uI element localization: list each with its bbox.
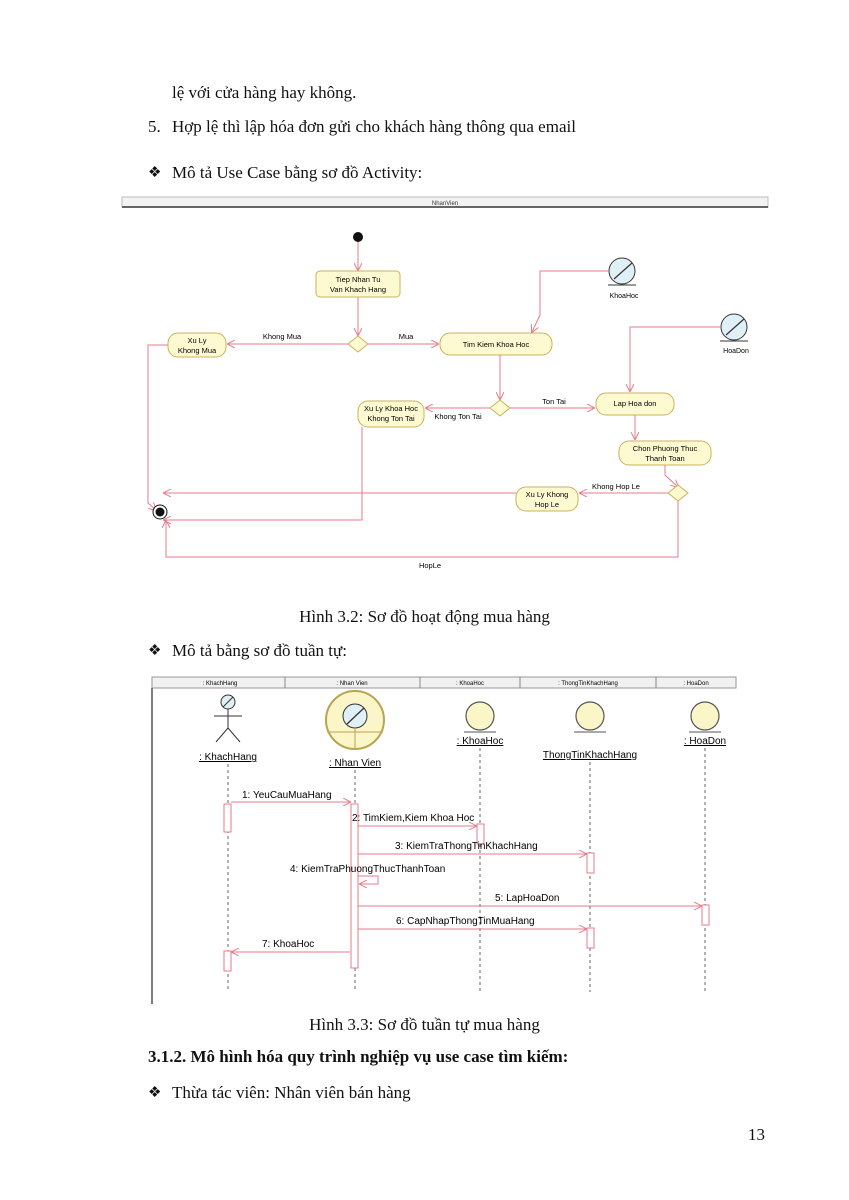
object-nhanvien-icon	[325, 690, 385, 750]
object-khoahoc-label: KhoaHoc	[610, 293, 639, 300]
guard-khong-hop-le: Khong Hop Le	[592, 482, 640, 491]
guard-khong-ton-tai: Khong Ton Tai	[434, 412, 482, 421]
bullet-activity-text: Mô tả Use Case bằng sơ đồ Activity:	[172, 163, 423, 182]
message-4: 4: KiemTraPhuongThucThanhToan	[290, 864, 445, 875]
object-hoadon-icon	[689, 701, 721, 733]
message-1: 1: YeuCauMuaHang	[242, 790, 332, 801]
activity-chon-phuong-thuc-label-1: Chon Phuong Thuc	[633, 444, 698, 453]
caption-activity: Hình 3.2: Sơ đồ hoạt động mua hàng	[299, 607, 550, 626]
guard-hople: HopLe	[419, 561, 441, 570]
diamond-bullet-icon: ❖	[148, 643, 162, 659]
object-khachhang-label: : KhachHang	[199, 752, 257, 763]
activity-khong-ton-tai-label-1: Xu Ly Khoa Hoc	[364, 404, 418, 413]
diamond-bullet-icon: ❖	[148, 165, 162, 181]
sequence-header-bar	[151, 676, 737, 689]
object-nhanvien-label: : Nhan Vien	[329, 758, 381, 769]
guard-mua: Mua	[399, 332, 414, 341]
activity-xu-ly-khong-mua-label-1: Xu Ly	[188, 336, 207, 345]
diamond-bullet-icon: ❖	[148, 1085, 162, 1101]
activity-tim-kiem	[439, 332, 553, 356]
guard-khong-mua: Khong Mua	[263, 332, 302, 341]
header-hoadon: : HoaDon	[683, 681, 708, 687]
message-5: 5: LapHoaDon	[495, 893, 560, 904]
activity-khong-hop-le-label-2: Hop Le	[535, 500, 559, 509]
activity-lap-hoa-don-label: Lap Hoa don	[614, 399, 657, 408]
header-khoahoc: : KhoaHoc	[456, 681, 484, 687]
activity-khong-hop-le	[515, 486, 579, 512]
object-khoahoc-icon	[608, 257, 636, 285]
list-item-5: Hợp lệ thì lập hóa đơn gửi cho khách hàn…	[172, 117, 576, 136]
header-khachhang: : KhachHang	[203, 681, 238, 687]
object-thongtin-label: ThongTinKhachHang	[543, 750, 637, 761]
section-heading: 3.1.2. Mô hình hóa quy trình nghiệp vụ u…	[148, 1047, 569, 1066]
object-thongtin-icon	[574, 701, 606, 733]
object-khoahoc-label: : KhoaHoc	[457, 736, 504, 747]
activity-chon-phuong-thuc-label-2: Thanh Toan	[645, 454, 684, 463]
object-khoahoc-icon	[464, 701, 496, 733]
object-hoadon-icon	[720, 313, 748, 341]
page-number: 13	[748, 1125, 765, 1144]
header-thongtin: : ThongTinKhachHang	[558, 681, 618, 687]
bullet-sequence-text: Mô tả bằng sơ đồ tuần tự:	[172, 641, 347, 660]
message-3: 3: KiemTraThongTinKhachHang	[395, 841, 538, 852]
activity-diagram: NhanVien Tiep Nhan Tu Van Khach Hang Kho…	[121, 196, 769, 570]
object-hoadon-label: : HoaDon	[684, 736, 726, 747]
message-6: 6: CapNhapThongTinMuaHang	[396, 916, 535, 927]
actor-khachhang-icon	[214, 694, 242, 743]
activity-tim-kiem-label: Tim Kiem Khoa Hoc	[463, 340, 530, 349]
header-nhanvien: : Nhan Vien	[336, 681, 367, 687]
activity-khong-ton-tai-label-2: Khong Ton Tai	[367, 414, 415, 423]
caption-sequence: Hình 3.3: Sơ đồ tuần tự mua hàng	[309, 1015, 540, 1034]
activity-xu-ly-khong-mua-label-2: Khong Mua	[178, 346, 217, 355]
bullet-actor-text: Thừa tác viên: Nhân viên bán hàng	[172, 1083, 411, 1102]
message-7: 7: KhoaHoc	[262, 939, 314, 950]
text-line-continuation: lệ với cửa hàng hay không.	[172, 83, 357, 102]
decision-mua	[347, 335, 369, 353]
activity-tiep-nhan-label-1: Tiep Nhan Tu	[336, 275, 381, 284]
activity-tiep-nhan-label-2: Van Khach Hang	[330, 285, 386, 294]
decision-hop-le	[667, 484, 689, 502]
decision-ton-tai	[489, 399, 511, 417]
message-2: 2: TimKiem,Kiem Khoa Hoc	[352, 813, 474, 824]
start-node	[353, 232, 363, 242]
activity-khong-ton-tai	[357, 400, 425, 428]
guard-ton-tai: Ton Tai	[542, 397, 566, 406]
object-hoadon-label: HoaDon	[723, 348, 749, 355]
swimlane-title: NhanVien	[432, 201, 458, 207]
list-number-5: 5.	[148, 117, 161, 136]
activity-khong-hop-le-label-1: Xu Ly Khong	[526, 490, 569, 499]
sequence-diagram: : KhachHang : Nhan Vien : KhoaHoc : Thon…	[151, 676, 737, 1004]
